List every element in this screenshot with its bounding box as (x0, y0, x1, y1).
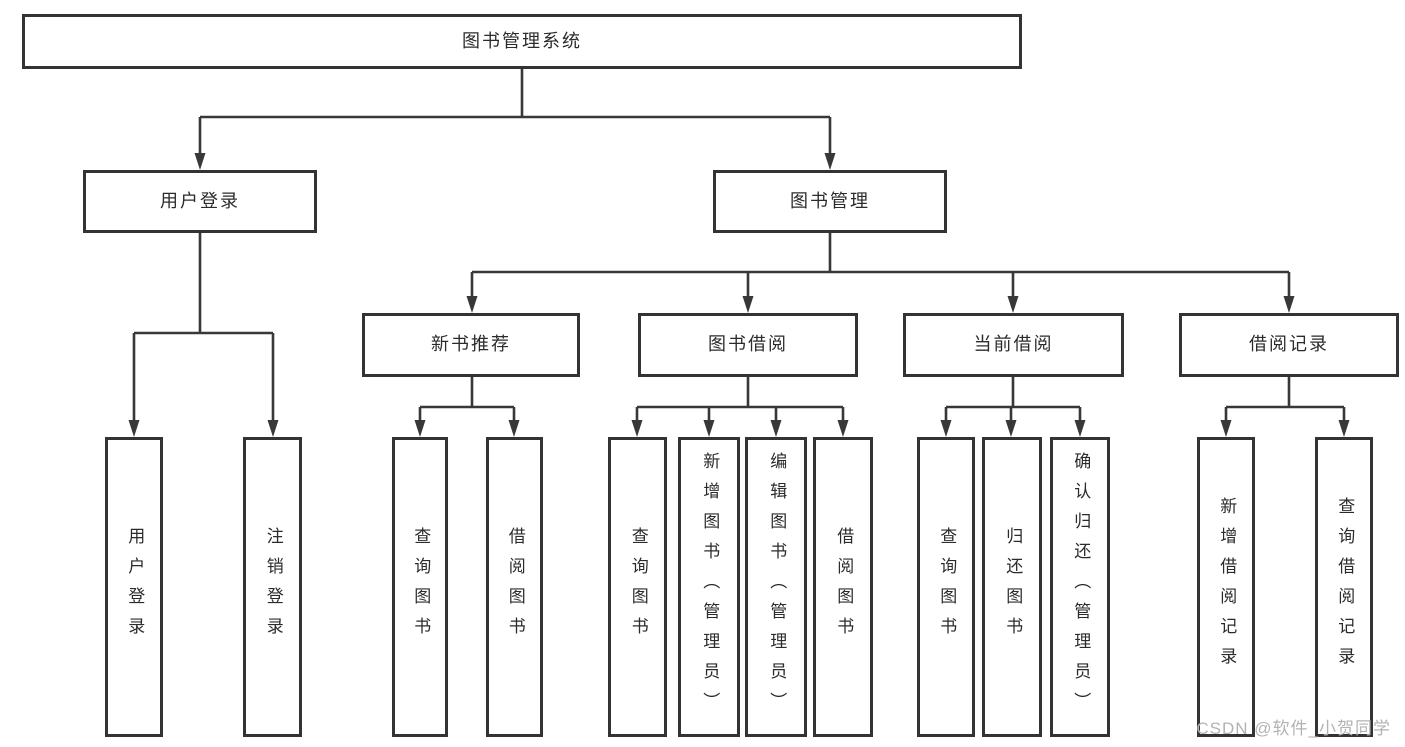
watermark: CSDN @软件_小贺同学 (1196, 719, 1391, 738)
node-borrowing-records: 借阅记录 (1179, 313, 1399, 377)
leaf-add-book-admin: 新增图书（管理员） (678, 437, 740, 737)
leaf-return-book: 归还图书 (982, 437, 1042, 737)
leaf-borrow-book-recommend: 借阅图书 (486, 437, 543, 737)
node-new-book-recommend: 新书推荐 (362, 313, 580, 377)
node-root: 图书管理系统 (22, 14, 1022, 69)
leaf-borrow-book: 借阅图书 (813, 437, 873, 737)
leaf-query-book-recommend: 查询图书 (392, 437, 448, 737)
leaf-query-book-borrowing: 查询图书 (608, 437, 667, 737)
leaf-confirm-return-admin: 确认归还（管理员） (1050, 437, 1110, 737)
leaf-logout: 注销登录 (243, 437, 302, 737)
leaf-add-borrow-record: 新增借阅记录 (1197, 437, 1255, 737)
leaf-query-borrow-record: 查询借阅记录 (1315, 437, 1373, 737)
leaf-user-login: 用户登录 (105, 437, 163, 737)
leaf-edit-book-admin: 编辑图书（管理员） (745, 437, 807, 737)
node-user-login: 用户登录 (83, 170, 317, 233)
leaf-query-book-current: 查询图书 (917, 437, 975, 737)
node-book-management: 图书管理 (713, 170, 947, 233)
node-current-borrowing: 当前借阅 (903, 313, 1124, 377)
node-book-borrowing: 图书借阅 (638, 313, 858, 377)
